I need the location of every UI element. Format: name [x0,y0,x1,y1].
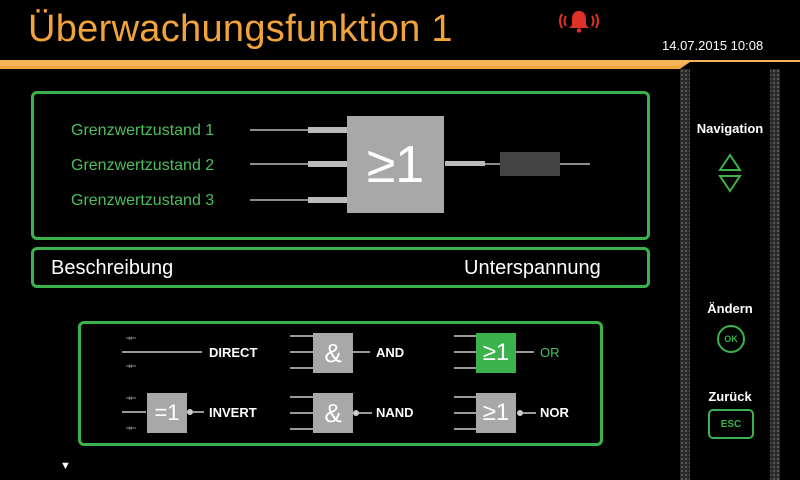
legend-nor-label: NOR [540,405,569,420]
svg-text:×: × [128,334,133,343]
input-label-2: Grenzwertzustand 2 [71,157,215,174]
sidebar-panel [690,69,770,480]
legend-and-label: AND [376,345,405,360]
date-time: 14.07.2015 10:08 [662,38,764,53]
invert-symbol-wires: × × [122,394,204,433]
legend-nand-label: NAND [376,405,414,420]
nand-symbol-wires [290,396,372,430]
nor-gate-symbol[interactable]: ≥1 [476,393,516,433]
nand-gate-symbol[interactable]: & [313,393,353,433]
main-or-gate[interactable]: ≥1 [347,116,444,213]
svg-text:×: × [128,424,133,433]
esc-button[interactable]: ESC [708,409,754,439]
alarm-bell-icon[interactable] [559,8,599,34]
svg-text:×: × [128,394,133,403]
and-gate-symbol[interactable]: & [313,333,353,373]
logic-diagram-panel [31,91,650,240]
and-symbol-wires [290,335,370,369]
navigation-label: Navigation [696,121,764,136]
ok-button-label: OK [724,334,738,344]
scroll-down-indicator[interactable]: ▼ [60,460,71,472]
description-value: Unterspannung [464,257,601,279]
sidebar: Navigation Ändern OK Zurück ESC [680,69,780,480]
change-label: Ändern [707,301,753,316]
input-label-1: Grenzwertzustand 1 [71,122,215,139]
gate-type-legend [78,321,603,446]
svg-text:×: × [128,362,133,371]
navigation-up-down-icon[interactable] [718,153,742,193]
or-symbol-wires [454,335,534,369]
legend-invert-label: INVERT [209,405,257,420]
invert-gate-symbol[interactable]: =1 [147,393,187,433]
description-bar[interactable] [31,247,650,288]
or-gate-symbol[interactable]: ≥1 [476,333,516,373]
ok-button[interactable]: OK [717,325,745,353]
legend-or-label: OR [540,345,560,360]
header-divider [0,60,800,69]
direct-symbol[interactable]: × × [122,330,202,374]
esc-button-label: ESC [720,418,742,430]
back-label: Zurück [708,389,752,404]
description-label: Beschreibung [51,257,174,279]
nor-symbol-wires [454,396,536,430]
page-title: Überwachungsfunktion 1 [28,8,453,50]
logic-wiring [250,127,590,203]
legend-direct-label: DIRECT [209,345,258,360]
input-label-3: Grenzwertzustand 3 [71,192,215,209]
